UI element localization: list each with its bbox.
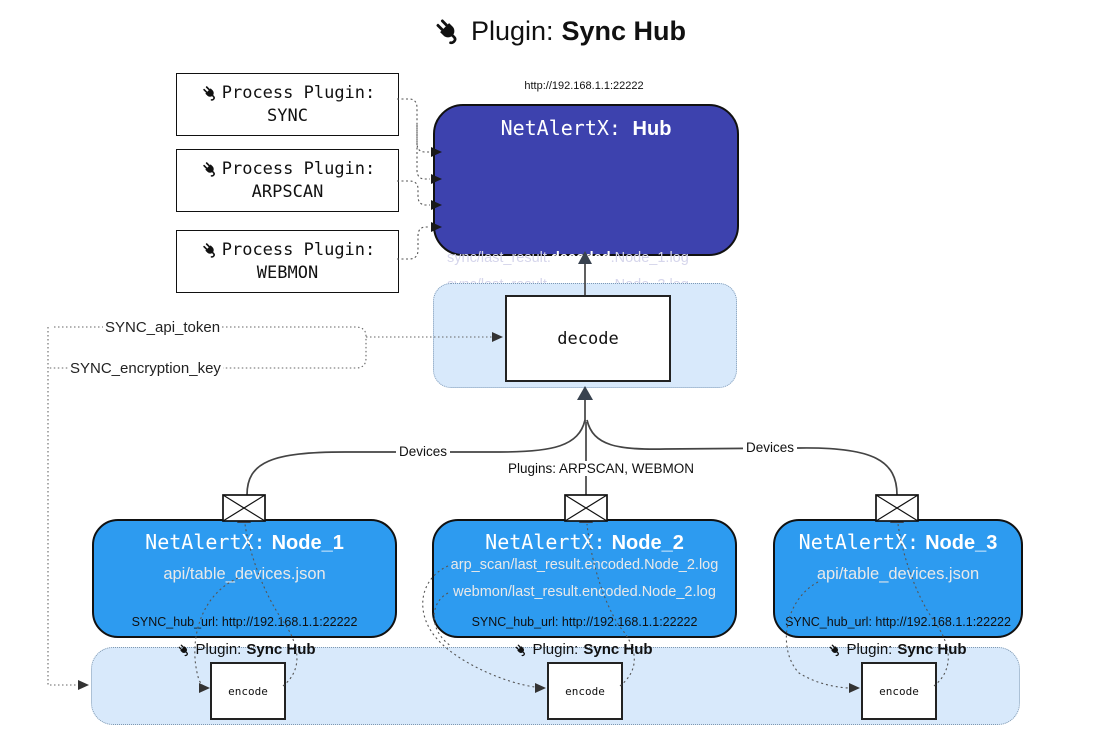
process-plugin-name: ARPSCAN bbox=[251, 182, 324, 202]
plug-icon bbox=[176, 642, 192, 658]
node-title: NetAlertX:Node_2 bbox=[485, 530, 684, 554]
hub-url-label: http://192.168.1.1:22222 bbox=[524, 80, 644, 92]
node-file: arp_scan/last_result.encoded.Node_2.log bbox=[450, 557, 719, 573]
encode-label: encode bbox=[879, 684, 919, 698]
envelope-icon bbox=[222, 494, 266, 522]
plug-icon bbox=[431, 14, 465, 48]
encode-label: encode bbox=[565, 684, 605, 698]
hub-title: NetAlertX: Hub bbox=[435, 116, 737, 141]
process-plugin-box-arpscan: Process Plugin: ARPSCAN bbox=[176, 149, 399, 212]
plug-icon bbox=[200, 159, 220, 179]
sync-api-token-label: SYNC_api_token bbox=[103, 319, 223, 336]
node-file: webmon/last_result.encoded.Node_2.log bbox=[453, 584, 716, 600]
process-plugin-label: Process Plugin: bbox=[221, 83, 376, 103]
encoder-plugin-label: Plugin:Sync Hub bbox=[817, 641, 977, 658]
node-hub-url: SYNC_hub_url: http://192.168.1.1:22222 bbox=[785, 615, 1011, 629]
process-plugin-box-sync: Process Plugin: SYNC bbox=[176, 73, 399, 136]
node-box-3: NetAlertX:Node_3 api/table_devices.json … bbox=[773, 519, 1023, 638]
plug-icon bbox=[200, 83, 220, 103]
process-plugin-name: SYNC bbox=[267, 106, 308, 126]
process-plugin-label: Process Plugin: bbox=[221, 240, 376, 260]
process-plugin-name: WEBMON bbox=[256, 263, 319, 283]
node-box-2: NetAlertX:Node_2 arp_scan/last_result.en… bbox=[432, 519, 737, 638]
process-plugin-label: Process Plugin: bbox=[221, 159, 376, 179]
edge-label-devices-right: Devices bbox=[743, 440, 798, 455]
plug-icon bbox=[200, 240, 220, 260]
encode-label: encode bbox=[228, 684, 268, 698]
decode-box: decode bbox=[505, 295, 671, 382]
encoder-plugin-label: Plugin:Sync Hub bbox=[503, 641, 663, 658]
encode-box: encode bbox=[210, 662, 286, 720]
plug-icon bbox=[827, 642, 843, 658]
encoder-plugin-label: Plugin:Sync Hub bbox=[166, 641, 326, 658]
node-hub-url: SYNC_hub_url: http://192.168.1.1:22222 bbox=[131, 615, 358, 629]
node-title: NetAlertX:Node_3 bbox=[798, 530, 998, 554]
hub-title-prefix: NetAlertX: bbox=[500, 116, 621, 140]
process-plugin-box-webmon: Process Plugin: WEBMON bbox=[176, 230, 399, 293]
node-file: api/table_devices.json bbox=[163, 565, 326, 583]
title-name: Sync Hub bbox=[561, 15, 687, 46]
node-file: api/table_devices.json bbox=[816, 565, 980, 583]
hub-box: NetAlertX: Hub sync/last_result.decoded.… bbox=[433, 104, 739, 341]
page-title: Plugin: Sync Hub bbox=[0, 14, 1117, 48]
hub-title-name: Hub bbox=[632, 118, 672, 140]
sync-encryption-key-label: SYNC_encryption_key bbox=[68, 360, 223, 377]
title-prefix: Plugin: bbox=[470, 15, 554, 46]
plug-icon bbox=[513, 642, 529, 658]
node-hub-url: SYNC_hub_url: http://192.168.1.1:22222 bbox=[471, 615, 698, 629]
envelope-icon bbox=[564, 494, 608, 522]
node-box-1: NetAlertX:Node_1 api/table_devices.json … bbox=[92, 519, 397, 638]
edge-label-devices-left: Devices bbox=[396, 444, 451, 459]
edge-label-plugins: Plugins: ARPSCAN, WEBMON bbox=[505, 461, 698, 476]
encode-box: encode bbox=[861, 662, 937, 720]
hub-file-row: sync/last_result.decoded.Node_1.log bbox=[447, 250, 689, 266]
decode-label: decode bbox=[557, 328, 619, 349]
envelope-icon bbox=[875, 494, 919, 522]
encode-box: encode bbox=[547, 662, 623, 720]
node-title: NetAlertX:Node_1 bbox=[145, 530, 344, 554]
